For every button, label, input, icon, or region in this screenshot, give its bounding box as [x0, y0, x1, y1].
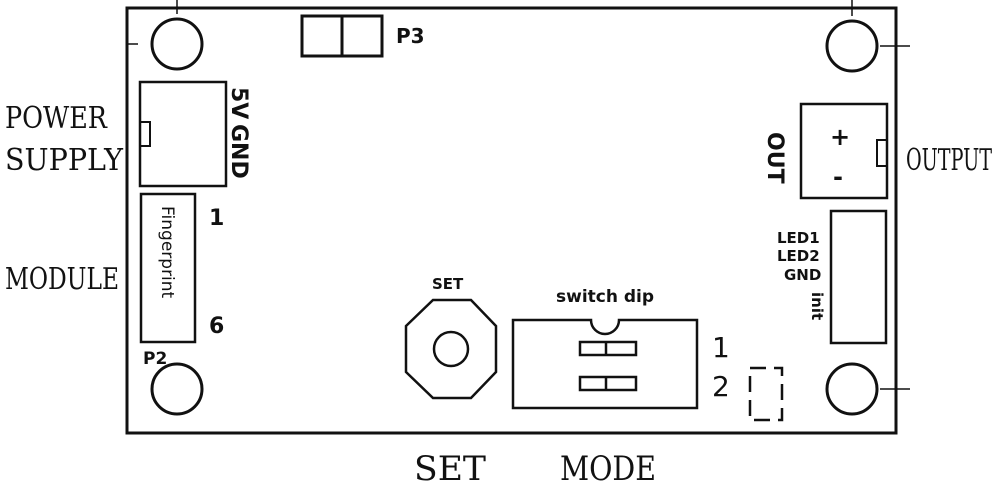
dashed-component: [748, 366, 784, 422]
led2-label: LED2: [777, 247, 820, 265]
dip-position-2-label: 2: [712, 370, 730, 403]
init-label: init: [808, 292, 826, 320]
dip-position-1-toggle[interactable]: [578, 340, 638, 357]
out-connector: [799, 102, 889, 200]
dip-switch[interactable]: [511, 318, 699, 410]
power-connector: [138, 80, 228, 188]
fingerprint-connector: [139, 192, 197, 344]
led1-label: LED1: [777, 229, 820, 247]
out-label: OUT: [762, 132, 787, 184]
mount-hole-top-left: [127, 0, 204, 71]
out-minus-label: -: [833, 163, 843, 191]
mount-hole-top-right: [825, 0, 910, 73]
power-gnd-pin-label: GND: [226, 124, 251, 179]
power-supply-label-line1: POWER: [5, 101, 108, 136]
set-button-label: SET: [432, 275, 464, 293]
mode-label: MODE: [560, 449, 656, 489]
led-gnd-label: GND: [784, 266, 821, 284]
dip-position-2-toggle[interactable]: [578, 375, 638, 392]
out-plus-label: +: [830, 123, 850, 151]
mount-hole-bottom-right: [825, 362, 910, 416]
module-label: MODULE: [5, 262, 119, 297]
mount-hole-bottom-left: [150, 362, 204, 416]
set-label: SET: [414, 449, 486, 489]
fingerprint-pin-1-label: 1: [209, 206, 224, 231]
fingerprint-label: Fingerprint: [157, 206, 177, 299]
output-label: OUTPUT: [906, 143, 992, 178]
dip-switch-label: switch dip: [556, 287, 654, 307]
led-connector: [829, 209, 888, 345]
fingerprint-pin-6-label: 6: [209, 314, 224, 339]
board-outline: [125, 6, 898, 435]
dip-position-1-label: 1: [712, 331, 730, 364]
p3-label: P3: [396, 24, 425, 48]
set-button[interactable]: [404, 298, 498, 400]
power-5v-pin-label: 5V: [226, 87, 251, 119]
p3-jumper: [300, 14, 384, 58]
power-supply-label-line2: SUPPLY: [5, 143, 124, 178]
p2-label: P2: [143, 349, 167, 369]
